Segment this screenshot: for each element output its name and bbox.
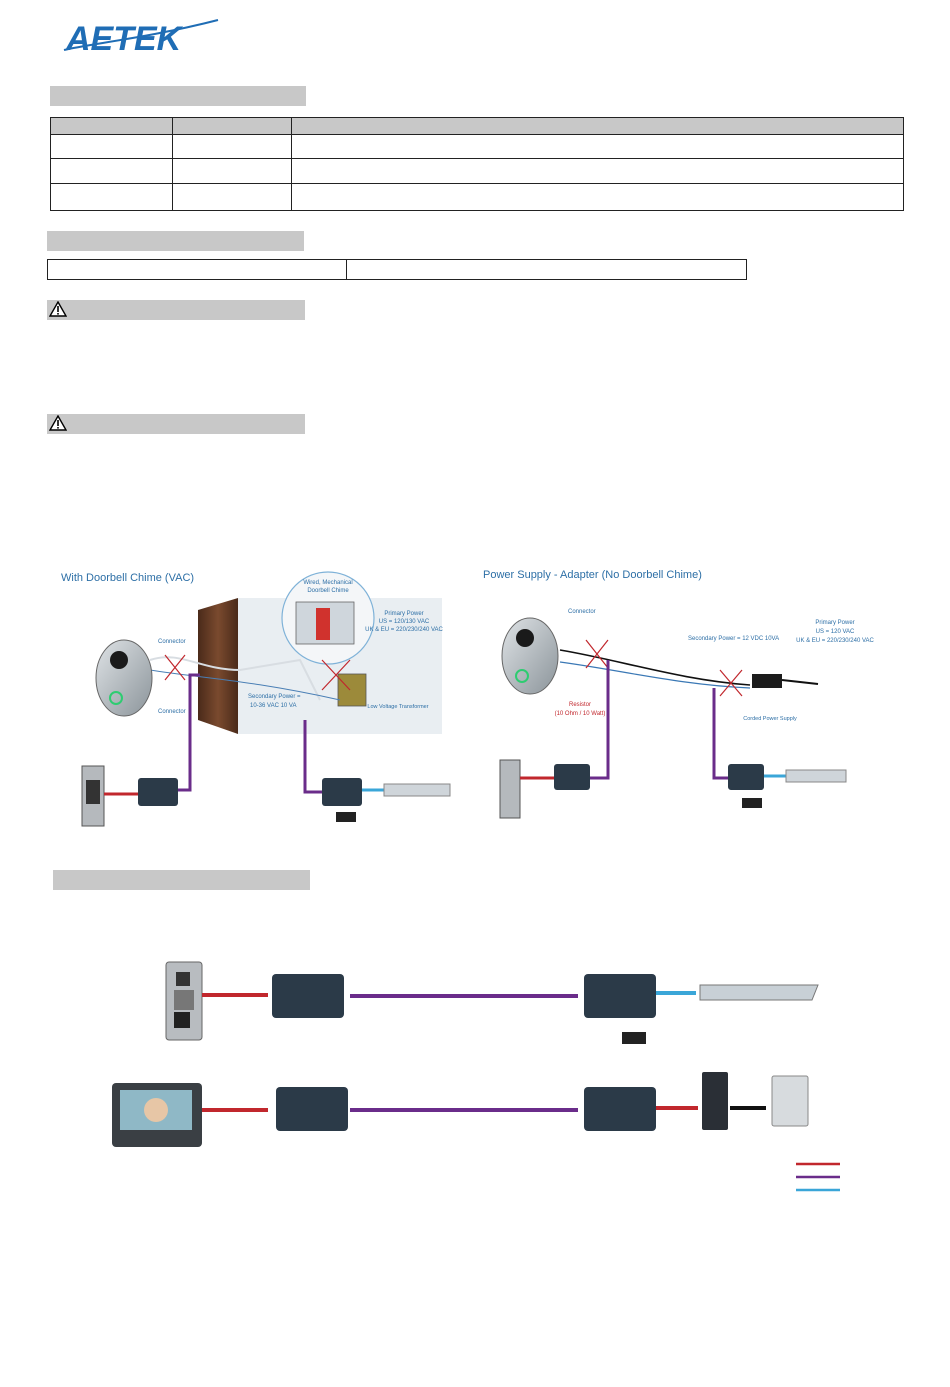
doorbell-camera bbox=[95, 639, 153, 717]
poe-injector-3 bbox=[554, 764, 590, 790]
wood-wall bbox=[198, 598, 238, 734]
warning-icon bbox=[49, 301, 67, 317]
network-switch-3 bbox=[699, 984, 819, 1001]
svg-text:10-36 VAC 10 VA: 10-36 VAC 10 VA bbox=[250, 703, 296, 709]
poe-injector-4 bbox=[728, 764, 764, 790]
doorbell-camera-2 bbox=[501, 617, 559, 695]
svg-text:Primary Power: Primary Power bbox=[384, 611, 423, 617]
svg-text:Doorbell Chime: Doorbell Chime bbox=[307, 588, 349, 594]
wiring-diagrams: With Doorbell Chime (VAC) Wired, Mechani… bbox=[61, 569, 875, 827]
svg-text:Resistor: Resistor bbox=[569, 702, 591, 708]
section-bar-1 bbox=[50, 86, 306, 106]
poe-injector-2 bbox=[322, 778, 362, 806]
left-diagram-title: With Doorbell Chime (VAC) bbox=[61, 572, 194, 584]
section-bar-3 bbox=[53, 870, 310, 890]
power-adapter-1 bbox=[336, 812, 356, 822]
din-power-supply bbox=[771, 1075, 809, 1127]
svg-text:Connector: Connector bbox=[568, 609, 596, 615]
network-switch-2 bbox=[785, 769, 847, 783]
connection-diagram bbox=[112, 961, 840, 1192]
keypad-device-2 bbox=[499, 759, 521, 819]
warning-bar-1 bbox=[47, 300, 305, 320]
svg-text:UK & EU = 220/230/240 VAC: UK & EU = 220/230/240 VAC bbox=[796, 638, 874, 644]
poe-injector-1 bbox=[138, 778, 178, 806]
svg-text:Secondary Power =: Secondary Power = bbox=[248, 694, 301, 700]
svg-text:Wired, Mechanical: Wired, Mechanical bbox=[303, 580, 352, 586]
svg-text:US = 120 VAC: US = 120 VAC bbox=[816, 629, 855, 635]
spec-table-1 bbox=[50, 117, 904, 211]
svg-text:Low Voltage Transformer: Low Voltage Transformer bbox=[367, 704, 428, 710]
svg-text:Connector: Connector bbox=[158, 639, 186, 645]
svg-text:(10 Ohm / 10 Watt): (10 Ohm / 10 Watt) bbox=[555, 711, 606, 717]
poe-extender-rx-1 bbox=[584, 974, 656, 1018]
svg-text:Corded Power Supply: Corded Power Supply bbox=[743, 716, 797, 722]
industrial-switch bbox=[702, 1072, 728, 1130]
svg-text:Secondary Power = 12 VDC 10VA: Secondary Power = 12 VDC 10VA bbox=[688, 636, 779, 642]
right-diagram-title: Power Supply - Adapter (No Doorbell Chim… bbox=[483, 569, 702, 581]
poe-extender-tx-2 bbox=[276, 1087, 348, 1131]
network-switch-1 bbox=[383, 783, 451, 797]
poe-extender-rx-2 bbox=[584, 1087, 656, 1131]
power-brick bbox=[752, 674, 782, 688]
transformer-icon bbox=[337, 673, 367, 707]
section-bar-2 bbox=[47, 231, 304, 251]
svg-text:Primary Power: Primary Power bbox=[815, 620, 854, 626]
svg-text:US = 120/130 VAC: US = 120/130 VAC bbox=[379, 619, 430, 625]
chime-bell bbox=[316, 608, 330, 640]
power-adapter-2 bbox=[742, 798, 762, 808]
svg-text:Connector: Connector bbox=[158, 709, 186, 715]
aetek-logo: AETEK bbox=[58, 14, 228, 58]
spec-table-2 bbox=[47, 259, 747, 280]
power-adapter-3 bbox=[622, 1032, 646, 1044]
poe-extender-tx-1 bbox=[272, 974, 344, 1018]
svg-text:UK & EU = 220/230/240 VAC: UK & EU = 220/230/240 VAC bbox=[365, 627, 443, 633]
logo-text: AETEK bbox=[65, 20, 184, 56]
warning-bar-2 bbox=[47, 414, 305, 434]
warning-icon bbox=[49, 415, 67, 431]
